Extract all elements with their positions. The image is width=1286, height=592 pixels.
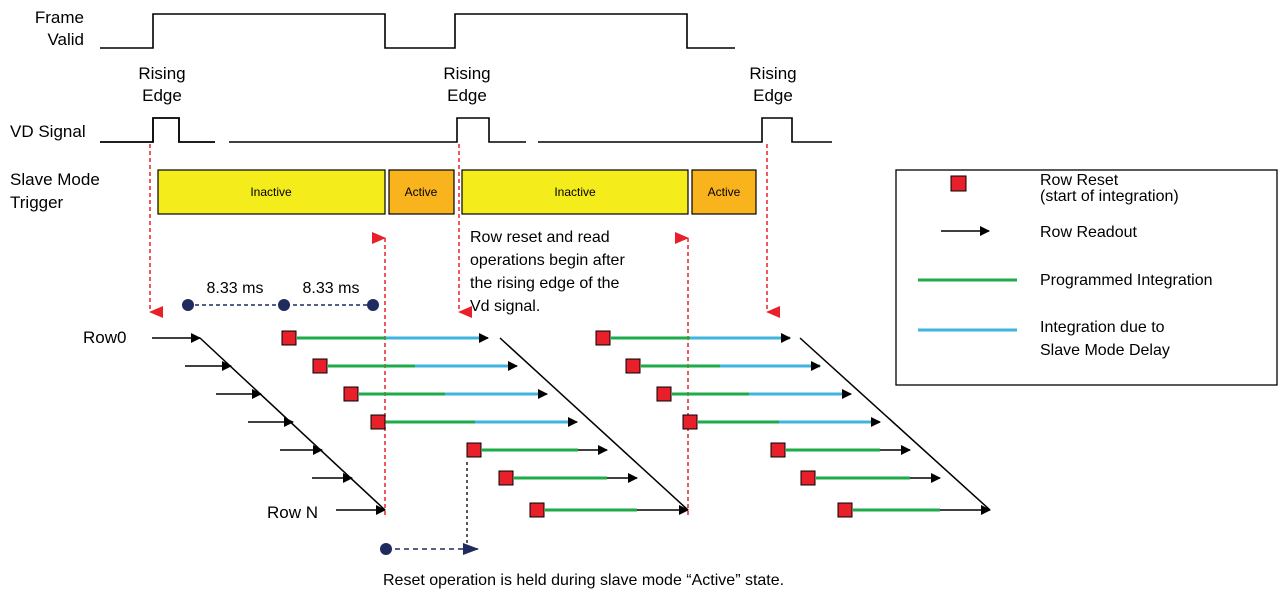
timing-dot-2 (278, 299, 290, 311)
legend-slave-delay-line2: Slave Mode Delay (1040, 342, 1170, 359)
slave-mode-trigger-label-line1: Slave Mode (10, 170, 100, 189)
frame2-row-reset-marker-6 (837, 502, 853, 518)
rising-edge-label-2: Rising Edge (443, 64, 490, 105)
frame1-row-reset-marker-0 (281, 330, 297, 346)
legend: Row Reset (start of integration) Row Rea… (895, 169, 1278, 386)
trigger-block-inactive-2: Inactive (461, 169, 689, 215)
readout-frames (152, 330, 991, 518)
slave-mode-trigger-label-line2: Trigger (10, 193, 64, 212)
trigger-block-inactive-1: Inactive (157, 169, 386, 215)
frame1-row-reset-marker-4 (466, 442, 482, 458)
frame2-readout-diagonal (799, 337, 991, 511)
frame-valid-label-line1: Frame (35, 8, 84, 27)
frame2-row-reset-marker-0 (595, 330, 611, 346)
frame1-row-reset-marker-2 (343, 386, 359, 402)
trigger-block-active-2: Active (691, 169, 757, 215)
frame-valid-label: Frame Valid (35, 8, 84, 49)
timing-dot-3 (367, 299, 379, 311)
timing-interval-markers: 8.33 ms 8.33 ms (182, 280, 379, 311)
rising-edge-label-2-line2: Edge (447, 86, 487, 105)
rising-edge-label-1-line1: Rising (138, 64, 185, 83)
row0-label: Row0 (83, 328, 126, 347)
legend-row-reset-icon (950, 175, 967, 192)
frame-valid-label-line2: Valid (47, 30, 84, 49)
active-block-1-rect (388, 169, 455, 215)
vd-signal-waveform-path (100, 117, 832, 143)
rising-edge-label-3: Rising Edge (749, 64, 796, 105)
frame0-readout-diagonal (199, 337, 386, 511)
row-reset-annotation-line1: Row reset and read (470, 229, 610, 246)
frame1-row-reset-marker-6 (529, 502, 545, 518)
row-n-label: Row N (267, 503, 318, 522)
active-block-2-rect (691, 169, 757, 215)
legend-box (895, 169, 1278, 386)
frame1-row-reset-marker-1 (312, 358, 328, 374)
legend-programmed-integration-label: Programmed Integration (1040, 272, 1213, 289)
vd-signal-waveform (100, 117, 215, 143)
active-block-2-label: Active (708, 185, 741, 199)
frame1-row-reset-marker-5 (498, 470, 514, 486)
frame2-row-reset-marker-3 (682, 414, 698, 430)
rising-edge-label-2-line1: Rising (443, 64, 490, 83)
frame2-row-reset-marker-5 (800, 470, 816, 486)
reset-hold-marker (380, 462, 479, 555)
legend-row-readout-label: Row Readout (1040, 224, 1138, 241)
rising-edge-label-1-line2: Edge (142, 86, 182, 105)
slave-mode-trigger-label: Slave Mode Trigger (10, 170, 100, 212)
frame1-row-reset-marker-3 (370, 414, 386, 430)
timing-interval-1-label: 8.33 ms (207, 280, 264, 297)
frame2-row-reset-marker-1 (625, 358, 641, 374)
frame1-readout-diagonal (499, 337, 689, 511)
inactive-block-1-label: Inactive (250, 185, 292, 199)
legend-row-reset-line1: Row Reset (1040, 172, 1119, 189)
reset-held-caption: Reset operation is held during slave mod… (383, 572, 784, 589)
inactive-block-2-rect (461, 169, 689, 215)
vd-signal-label: VD Signal (10, 122, 86, 141)
frame-valid-waveform (100, 13, 735, 49)
row-reset-annotation-line4: Vd signal. (470, 298, 540, 315)
inactive-block-1-rect (157, 169, 386, 215)
timing-interval-2-label: 8.33 ms (303, 280, 360, 297)
row-reset-annotation-line3: the rising edge of the (470, 275, 620, 292)
rising-edge-label-3-line2: Edge (753, 86, 793, 105)
row-reset-annotation: Row reset and read operations begin afte… (470, 229, 625, 315)
inactive-block-2-label: Inactive (554, 185, 596, 199)
active-block-1-label: Active (405, 185, 438, 199)
rising-edge-label-3-line1: Rising (749, 64, 796, 83)
legend-slave-delay-line1: Integration due to (1040, 319, 1165, 336)
rising-edge-label-1: Rising Edge (138, 64, 185, 105)
row-reset-annotation-line2: operations begin after (470, 252, 625, 269)
legend-row-reset-line2: (start of integration) (1040, 188, 1179, 205)
frame2-row-reset-marker-2 (656, 386, 672, 402)
timing-dot-1 (182, 299, 194, 311)
frame2-row-reset-marker-4 (770, 442, 786, 458)
trigger-block-active-1: Active (388, 169, 455, 215)
